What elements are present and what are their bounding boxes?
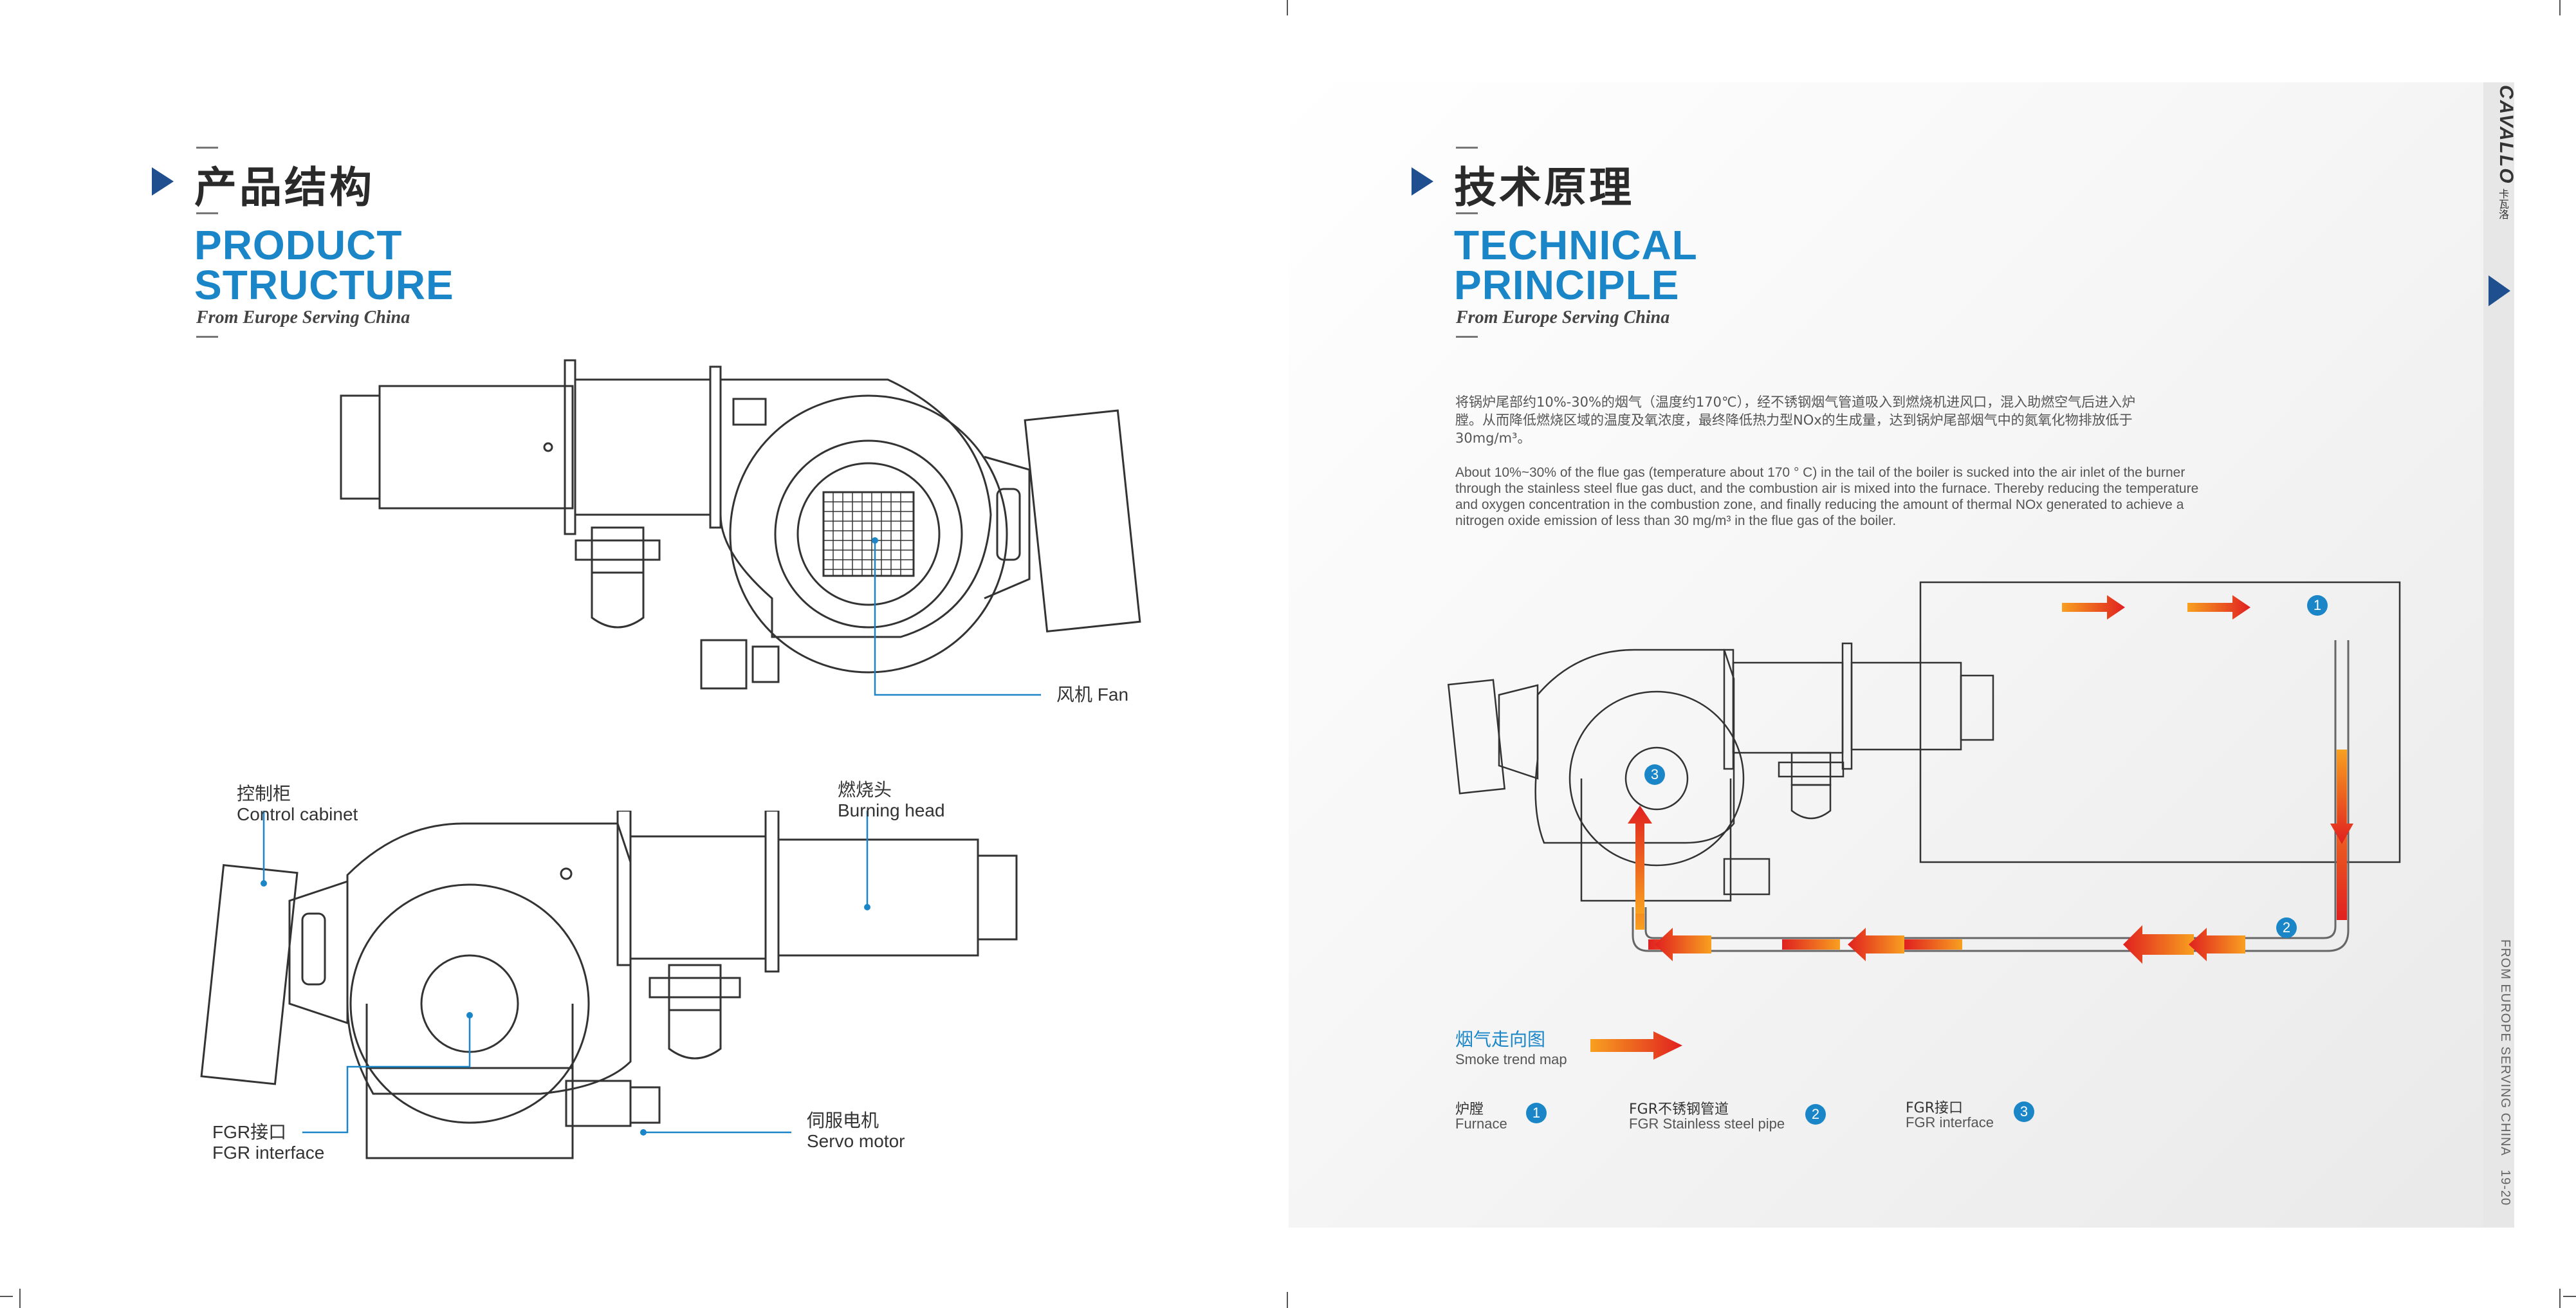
crop-mark [2559, 1289, 2561, 1308]
label-control-cabinet-zh: 控制柜 [237, 784, 291, 804]
smoke-map-title-en: Smoke trend map [1455, 1051, 1567, 1067]
legend-badge-fgr: 3 [2014, 1101, 2034, 1122]
smoke-map-title-zh: 烟气走向图 [1455, 1029, 1546, 1050]
page-numbers: 19-20 [2498, 1170, 2512, 1206]
description-zh-line3: 30mg/m³。 [1455, 430, 1531, 446]
label-servo-en: Servo motor [807, 1131, 905, 1151]
side-band [2483, 82, 2514, 1228]
description-en-line4: nitrogen oxide emission of less than 30 … [1455, 513, 1897, 528]
title-dash-mid [196, 212, 218, 214]
crop-mark [0, 1296, 13, 1297]
legend-badge-pipe: 2 [1805, 1104, 1826, 1125]
page-arrow-icon [2489, 275, 2510, 306]
label-fan: 风机 Fan [1056, 685, 1129, 705]
page-title-zh: 技术原理 [1454, 163, 1634, 212]
title-dash-mid [1456, 212, 1478, 214]
page-title-en-line1: TECHNICAL [1454, 222, 1698, 268]
legend-pipe-zh: FGR不锈钢管道 [1629, 1101, 1729, 1118]
description-zh-line2: 膛。从而降低燃烧区域的温度及氧浓度，最终降低热力型NOx的生成量，达到锅炉尾部烟… [1455, 412, 2133, 428]
crop-mark [1287, 0, 1288, 15]
legend-badge-furnace: 1 [1526, 1103, 1547, 1123]
label-fgr-zh: FGR接口 [212, 1122, 287, 1142]
label-burning-head-zh: 燃烧头 [838, 780, 892, 800]
smoke-arrow-icon [1590, 1031, 1682, 1060]
brand-name-zh: 卡瓦洛 [2497, 188, 2509, 219]
label-servo-zh: 伺服电机 [807, 1110, 879, 1130]
title-dash-top [1456, 147, 1478, 149]
page-title-en-line1: PRODUCT [194, 222, 403, 268]
legend-pipe-en: FGR Stainless steel pipe [1629, 1116, 1785, 1132]
badge-fgr-pipe: 2 [2276, 917, 2297, 938]
description-en-line1: About 10%~30% of the flue gas (temperatu… [1455, 465, 2185, 480]
page-title-en-line2: STRUCTURE [194, 262, 454, 308]
badge-fgr-interface: 3 [1644, 764, 1665, 785]
description-en-line2: through the stainless steel flue gas duc… [1455, 481, 2199, 496]
title-dash-top [196, 147, 218, 149]
crop-mark [2559, 0, 2561, 15]
burner-diagram-top [340, 359, 1141, 696]
section-arrow-icon [1412, 167, 1433, 196]
crop-mark [19, 1289, 21, 1308]
brand-name: CAVALLO [2496, 85, 2517, 185]
crop-mark [2563, 1296, 2576, 1297]
right-page-background [1289, 82, 2511, 1228]
badge-furnace: 1 [2307, 595, 2328, 616]
legend-furnace-en: Furnace [1455, 1116, 1507, 1132]
description-en-line3: and oxygen concentration in the combusti… [1455, 497, 2184, 512]
section-arrow-icon [152, 167, 174, 196]
page-title-en-line2: PRINCIPLE [1454, 262, 1680, 308]
brand-logo: CAVALLO 卡瓦洛 [2495, 85, 2517, 239]
label-fgr-en: FGR interface [212, 1143, 325, 1163]
label-control-cabinet-en: Control cabinet [237, 804, 358, 824]
title-dash-bottom [1456, 336, 1478, 338]
side-slogan: FROM EUROPE SERVING CHINA [2498, 939, 2512, 1156]
legend-fgr-en: FGR interface [1906, 1114, 1994, 1130]
legend-fgr-zh: FGR接口 [1906, 1100, 1963, 1116]
title-dash-bottom [196, 336, 218, 338]
burner-diagram-bottom [200, 811, 1018, 1159]
crop-mark [1287, 1292, 1288, 1308]
page-title-zh: 产品结构 [194, 163, 374, 212]
label-burning-head-en: Burning head [838, 800, 945, 820]
legend-furnace-zh: 炉膛 [1455, 1101, 1484, 1118]
smoke-flow-diagram [1447, 581, 2401, 964]
page-subtitle: From Europe Serving China [196, 308, 410, 327]
page-subtitle: From Europe Serving China [1456, 308, 1670, 327]
description-zh-line1: 将锅炉尾部约10%-30%的烟气（温度约170℃），经不锈钢烟气管道吸入到燃烧机… [1455, 394, 2136, 410]
